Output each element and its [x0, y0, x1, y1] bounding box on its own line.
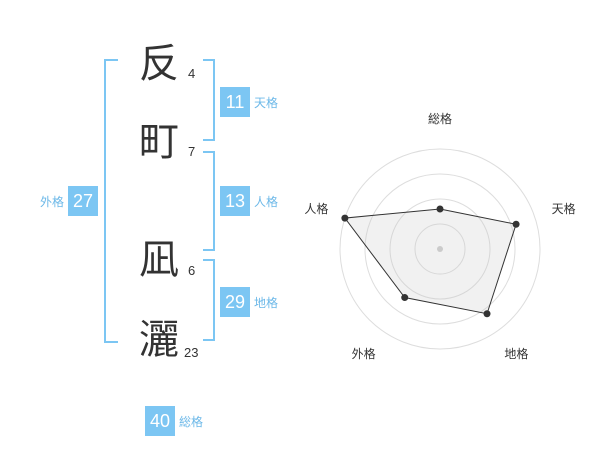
- chikaku-badge: 29 地格: [220, 287, 278, 317]
- radar-point-4: [401, 294, 409, 302]
- radar-grid-ring: [339, 148, 541, 350]
- chikaku-label: 地格: [254, 295, 279, 310]
- chikaku-bracket: [203, 259, 215, 341]
- radar-axis-label-1: 総格: [428, 111, 452, 126]
- jinkaku-badge: 13 人格: [220, 186, 278, 216]
- tenkaku-bracket: [203, 59, 215, 141]
- gaikaku-label: 外格: [40, 194, 65, 209]
- tenkaku-value: 11: [220, 87, 250, 117]
- radar-series-area: [343, 208, 517, 315]
- radar-axis-label-2: 天格: [552, 201, 576, 216]
- jinkaku-label: 人格: [254, 194, 279, 209]
- radar-grid-ring: [364, 173, 516, 325]
- radar-point-2: [512, 220, 520, 228]
- jinkaku-value: 13: [220, 186, 250, 216]
- radar-axis-label-3: 地格: [504, 346, 528, 361]
- radar-grid-ring: [389, 198, 491, 300]
- name-char-4: 灑: [139, 317, 179, 363]
- soukaku-label: 総格: [179, 414, 204, 429]
- name-char-2: 町: [139, 119, 179, 165]
- gaikaku-bracket: [104, 59, 118, 343]
- gaikaku-value: 27: [68, 186, 99, 216]
- radar-axis-label-4: 外格: [352, 346, 376, 361]
- radar-axis-label-5: 人格: [304, 201, 328, 216]
- gaikaku-badge: 外格 27: [40, 186, 99, 216]
- stroke-count-3: 6: [188, 263, 196, 278]
- stroke-count-1: 4: [188, 66, 196, 81]
- stroke-count-4: 23: [184, 345, 199, 360]
- radar-point-1: [436, 205, 444, 213]
- name-char-1: 反: [139, 41, 179, 87]
- name-char-3: 凪: [139, 237, 179, 283]
- soukaku-badge: 40 総格: [145, 406, 203, 436]
- radar-center-dot: [437, 246, 443, 252]
- chikaku-value: 29: [220, 287, 250, 317]
- tenkaku-badge: 11 天格: [220, 87, 278, 117]
- radar-grid-ring: [414, 223, 466, 275]
- soukaku-value: 40: [145, 406, 175, 436]
- radar-point-5: [341, 214, 349, 222]
- radar-point-3: [483, 310, 491, 318]
- tenkaku-label: 天格: [254, 95, 279, 110]
- stroke-count-2: 7: [188, 144, 196, 159]
- jinkaku-bracket: [203, 151, 215, 251]
